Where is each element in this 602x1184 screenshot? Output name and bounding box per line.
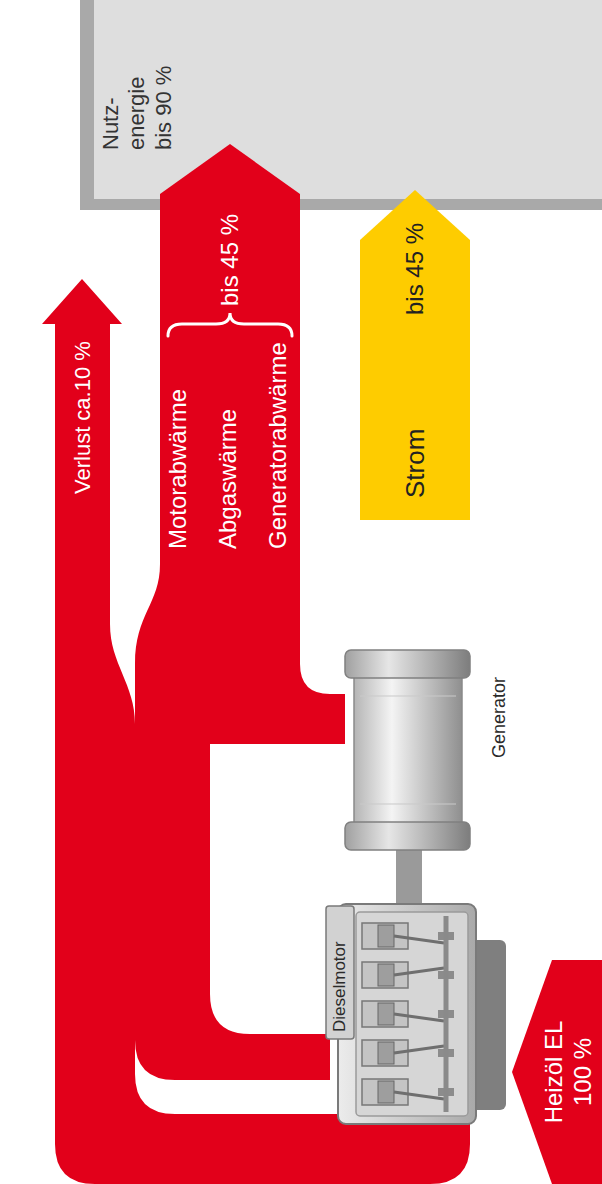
generator-seam xyxy=(360,804,456,805)
connecting-rod xyxy=(394,968,444,975)
piston xyxy=(378,925,394,947)
engine-cylinders xyxy=(362,923,454,1105)
piston xyxy=(378,1081,394,1103)
generator-body xyxy=(354,672,462,828)
piston xyxy=(378,1003,394,1025)
flow-label: Heizöl EL 100 % xyxy=(540,1007,598,1137)
arrow-shape xyxy=(360,190,470,520)
heat-arrow: Motorabwärme Abgaswärme Generatorabwärme bi… xyxy=(160,144,300,564)
flow-label: Generatorabwärme xyxy=(264,342,293,549)
engine-block xyxy=(338,904,476,1124)
generator-flange xyxy=(345,822,470,850)
power-arrow: Strom bis 45 % xyxy=(360,190,470,520)
flow-label: Verlust ca.10 % xyxy=(70,341,96,494)
fuel-arrow: Heizöl EL 100 % xyxy=(512,960,602,1184)
flow-label: Generator xyxy=(489,677,511,758)
generator: Generator xyxy=(345,650,515,850)
useful-energy-band: Nutz- energie bis 90 % xyxy=(80,0,602,210)
flow-label: bis 45 % xyxy=(401,223,430,315)
flow-label: Nutz- energie bis 90 % xyxy=(98,50,177,150)
engine: Dieselmotor xyxy=(330,904,510,1124)
loss-arrow: Verlust ca.10 % xyxy=(42,279,122,624)
piston xyxy=(378,1042,394,1064)
band-edge xyxy=(80,0,602,210)
flow-label: Motorabwärme xyxy=(164,389,193,549)
arrow-shape xyxy=(42,279,122,624)
flow-label: Dieselmotor xyxy=(330,941,350,1032)
crankshaft xyxy=(444,916,449,1112)
connecting-rod xyxy=(394,1046,444,1053)
arrow-shape xyxy=(160,144,300,564)
engine-face xyxy=(356,912,468,1116)
connecting-rod xyxy=(394,1092,444,1099)
heat-flow xyxy=(210,564,345,744)
arrow-shape xyxy=(512,960,602,1184)
generator-flange xyxy=(345,650,470,678)
label-tab xyxy=(326,906,354,1039)
flow-label: Strom xyxy=(400,429,431,498)
flow-label: bis 45 % xyxy=(216,214,245,306)
flow-label: Abgaswärme xyxy=(214,409,243,549)
generator-seam xyxy=(360,696,456,697)
drive-shaft xyxy=(396,850,422,904)
piston xyxy=(378,964,394,986)
connecting-rod xyxy=(394,1014,444,1021)
connecting-rod xyxy=(394,936,444,943)
curly-brace xyxy=(168,313,292,336)
band-face xyxy=(94,0,602,199)
